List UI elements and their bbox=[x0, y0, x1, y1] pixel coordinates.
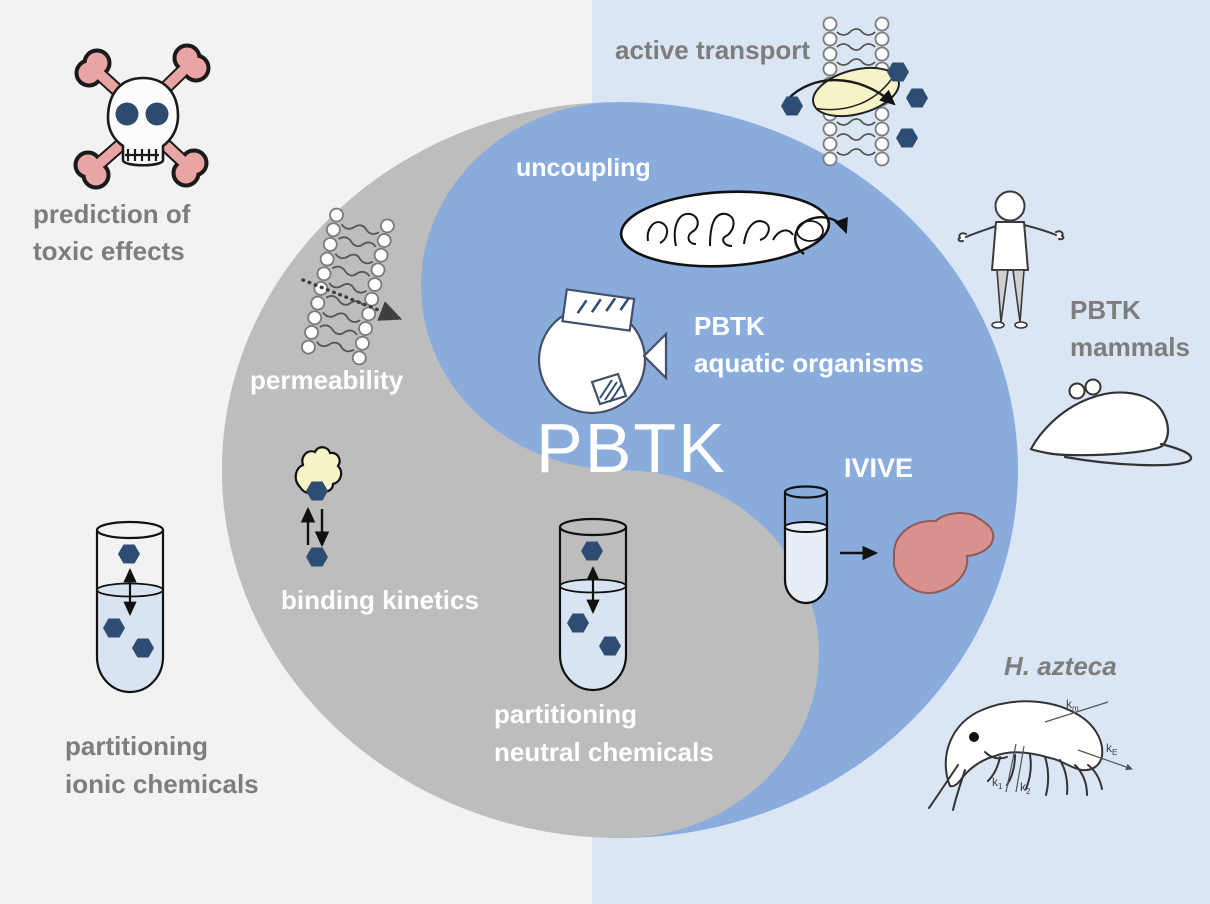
lipid-bilayer-transporter-icon bbox=[781, 16, 928, 167]
active-transport-label: active transport bbox=[615, 35, 811, 65]
ivive-label: IVIVE bbox=[844, 453, 914, 483]
rate-constant-km: km bbox=[1066, 697, 1079, 713]
binding-kinetics-label: binding kinetics bbox=[281, 585, 479, 615]
center-title: PBTK bbox=[536, 409, 727, 487]
test-tube-ivive-icon bbox=[783, 485, 829, 605]
test-tube-neutral-icon bbox=[558, 517, 628, 692]
aquatic-label-line2: aquatic organisms bbox=[694, 348, 924, 378]
neutral-label-line1: partitioning bbox=[494, 699, 637, 729]
pbtk-mammals-label: PBTK mammals bbox=[1070, 292, 1190, 366]
neutral-label-line2: neutral chemicals bbox=[494, 737, 714, 767]
prediction-toxic-effects-label: prediction of toxic effects bbox=[33, 196, 190, 270]
test-tube-ionic-icon bbox=[95, 520, 165, 694]
aquatic-label-line1: PBTK bbox=[694, 311, 765, 341]
partitioning-neutral-label: partitioning neutral chemicals bbox=[494, 695, 714, 771]
h-azteca-label: H. azteca bbox=[1004, 651, 1117, 681]
mitochondrion-icon bbox=[619, 190, 848, 268]
uncoupling-label: uncoupling bbox=[516, 154, 651, 182]
fish-icon bbox=[537, 288, 668, 415]
protein-ligand-icon bbox=[294, 446, 343, 567]
rat-icon bbox=[1029, 378, 1193, 467]
ionic-label-line2: ionic chemicals bbox=[65, 769, 259, 799]
ivive-group bbox=[783, 485, 995, 605]
permeability-label: permeability bbox=[250, 365, 404, 395]
pbtk-aquatic-organisms-label: PBTK aquatic organisms bbox=[694, 308, 924, 382]
liver-icon bbox=[893, 512, 995, 595]
rate-constant-k2: k2 bbox=[1020, 780, 1031, 796]
rate-constant-kE: kE bbox=[1106, 741, 1117, 757]
rate-constant-k1: k1 bbox=[992, 775, 1003, 791]
amphipod-icon: km kE k1 k2 bbox=[928, 697, 1133, 811]
prediction-label-line1: prediction of bbox=[33, 199, 191, 229]
mammals-label-line1: PBTK bbox=[1070, 295, 1141, 325]
mammals-label-line2: mammals bbox=[1070, 332, 1190, 362]
human-figure-icon bbox=[957, 190, 1065, 329]
ionic-label-line1: partitioning bbox=[65, 731, 208, 761]
skull-crossbones-icon bbox=[73, 43, 211, 190]
partitioning-ionic-label: partitioning ionic chemicals bbox=[65, 727, 259, 803]
prediction-label-line2: toxic effects bbox=[33, 236, 185, 266]
